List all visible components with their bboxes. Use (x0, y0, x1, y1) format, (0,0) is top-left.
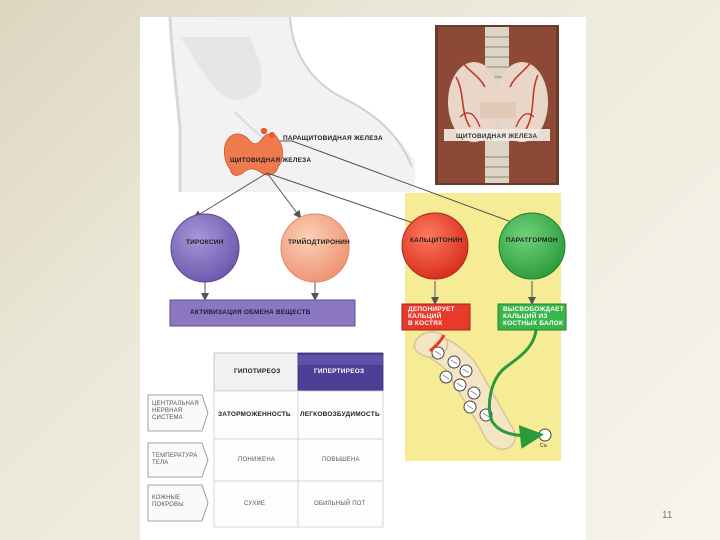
hyperthyroidism-header: ГИПЕРТИРЕОЗ (314, 368, 365, 375)
parathormone-effect-box (497, 303, 567, 331)
calcitonin-effect-box (401, 303, 471, 331)
parathormone-effect-text: ВЫСВОБОЖДАЕТ КАЛЬЦИЙ ИЗ КОСТНЫХ БАЛОК (503, 306, 564, 327)
triiodothyronine-label: ТРИЙОДТИРОНИН (288, 239, 350, 246)
cell-temp-hyper: ПОВЫШЕНА (322, 457, 360, 463)
parathyroid-label: ПАРАЩИТОВИДНАЯ ЖЕЛЕЗА (283, 135, 383, 142)
thyroid-gland-illustration (224, 127, 283, 176)
diagram-canvas (147, 17, 567, 528)
triiodothyronine-circle (280, 213, 350, 283)
cell-skin-hypo: СУХИЕ (244, 501, 266, 507)
thyroid-label: ЩИТОВИДНАЯ ЖЕЛЕЗА (230, 157, 312, 164)
row-label-temperature: ТЕМПЕРАТУРА ТЕЛА (152, 453, 198, 466)
cell-skin-hyper: ОБИЛЬНЫЙ ПОТ (314, 501, 366, 507)
cell-temp-hypo: ПОНИЖЕНА (238, 457, 276, 463)
thyroxine-label: ТИРОКСИН (186, 239, 224, 246)
thyroid-photo (435, 25, 559, 185)
row-label-cns: ЦЕНТРАЛЬНАЯ НЕРВНАЯ СИСТЕМА (152, 401, 199, 421)
metabolism-bar (169, 299, 356, 327)
parathormone-effect-arrow (487, 329, 544, 449)
hypothyroidism-header: ГИПОТИРЕОЗ (234, 368, 281, 375)
page-number: 11 (662, 510, 673, 521)
cell-cns-hyper: ЛЕГКОВОЗБУДИМОСТЬ (300, 411, 380, 418)
parathormone-circle (498, 212, 566, 280)
cell-cns-hypo: ЗАТОРМОЖЕННОСТЬ (218, 411, 291, 418)
calcitonin-effect-arrow (428, 334, 446, 353)
calcium-label: Са (540, 443, 547, 449)
thyroxine-circle (170, 213, 240, 283)
neck-illustration (168, 17, 415, 192)
thyroid-photo-label: ЩИТОВИДНАЯ ЖЕЛЕЗА (456, 133, 538, 140)
symptom-table (147, 352, 384, 528)
parathormone-label: ПАРАТГОРМОН (506, 237, 558, 244)
metabolism-label: АКТИВИЗАЦИЯ ОБМЕНА ВЕЩЕСТВ (190, 309, 311, 316)
slide: ПАРАЩИТОВИДНАЯ ЖЕЛЕЗА ЩИТОВИДНАЯ ЖЕЛЕЗА … (140, 17, 586, 540)
calcitonin-effect-text: ДЕПОНИРУЕТ КАЛЬЦИЙ В КОСТЯХ (408, 306, 455, 327)
calcitonin-label: КАЛЬЦИТОНИН (410, 237, 463, 244)
arrows (193, 140, 536, 305)
row-label-skin: КОЖНЫЕ ПОКРОВЫ (152, 495, 184, 508)
calcitonin-circle (401, 212, 469, 280)
